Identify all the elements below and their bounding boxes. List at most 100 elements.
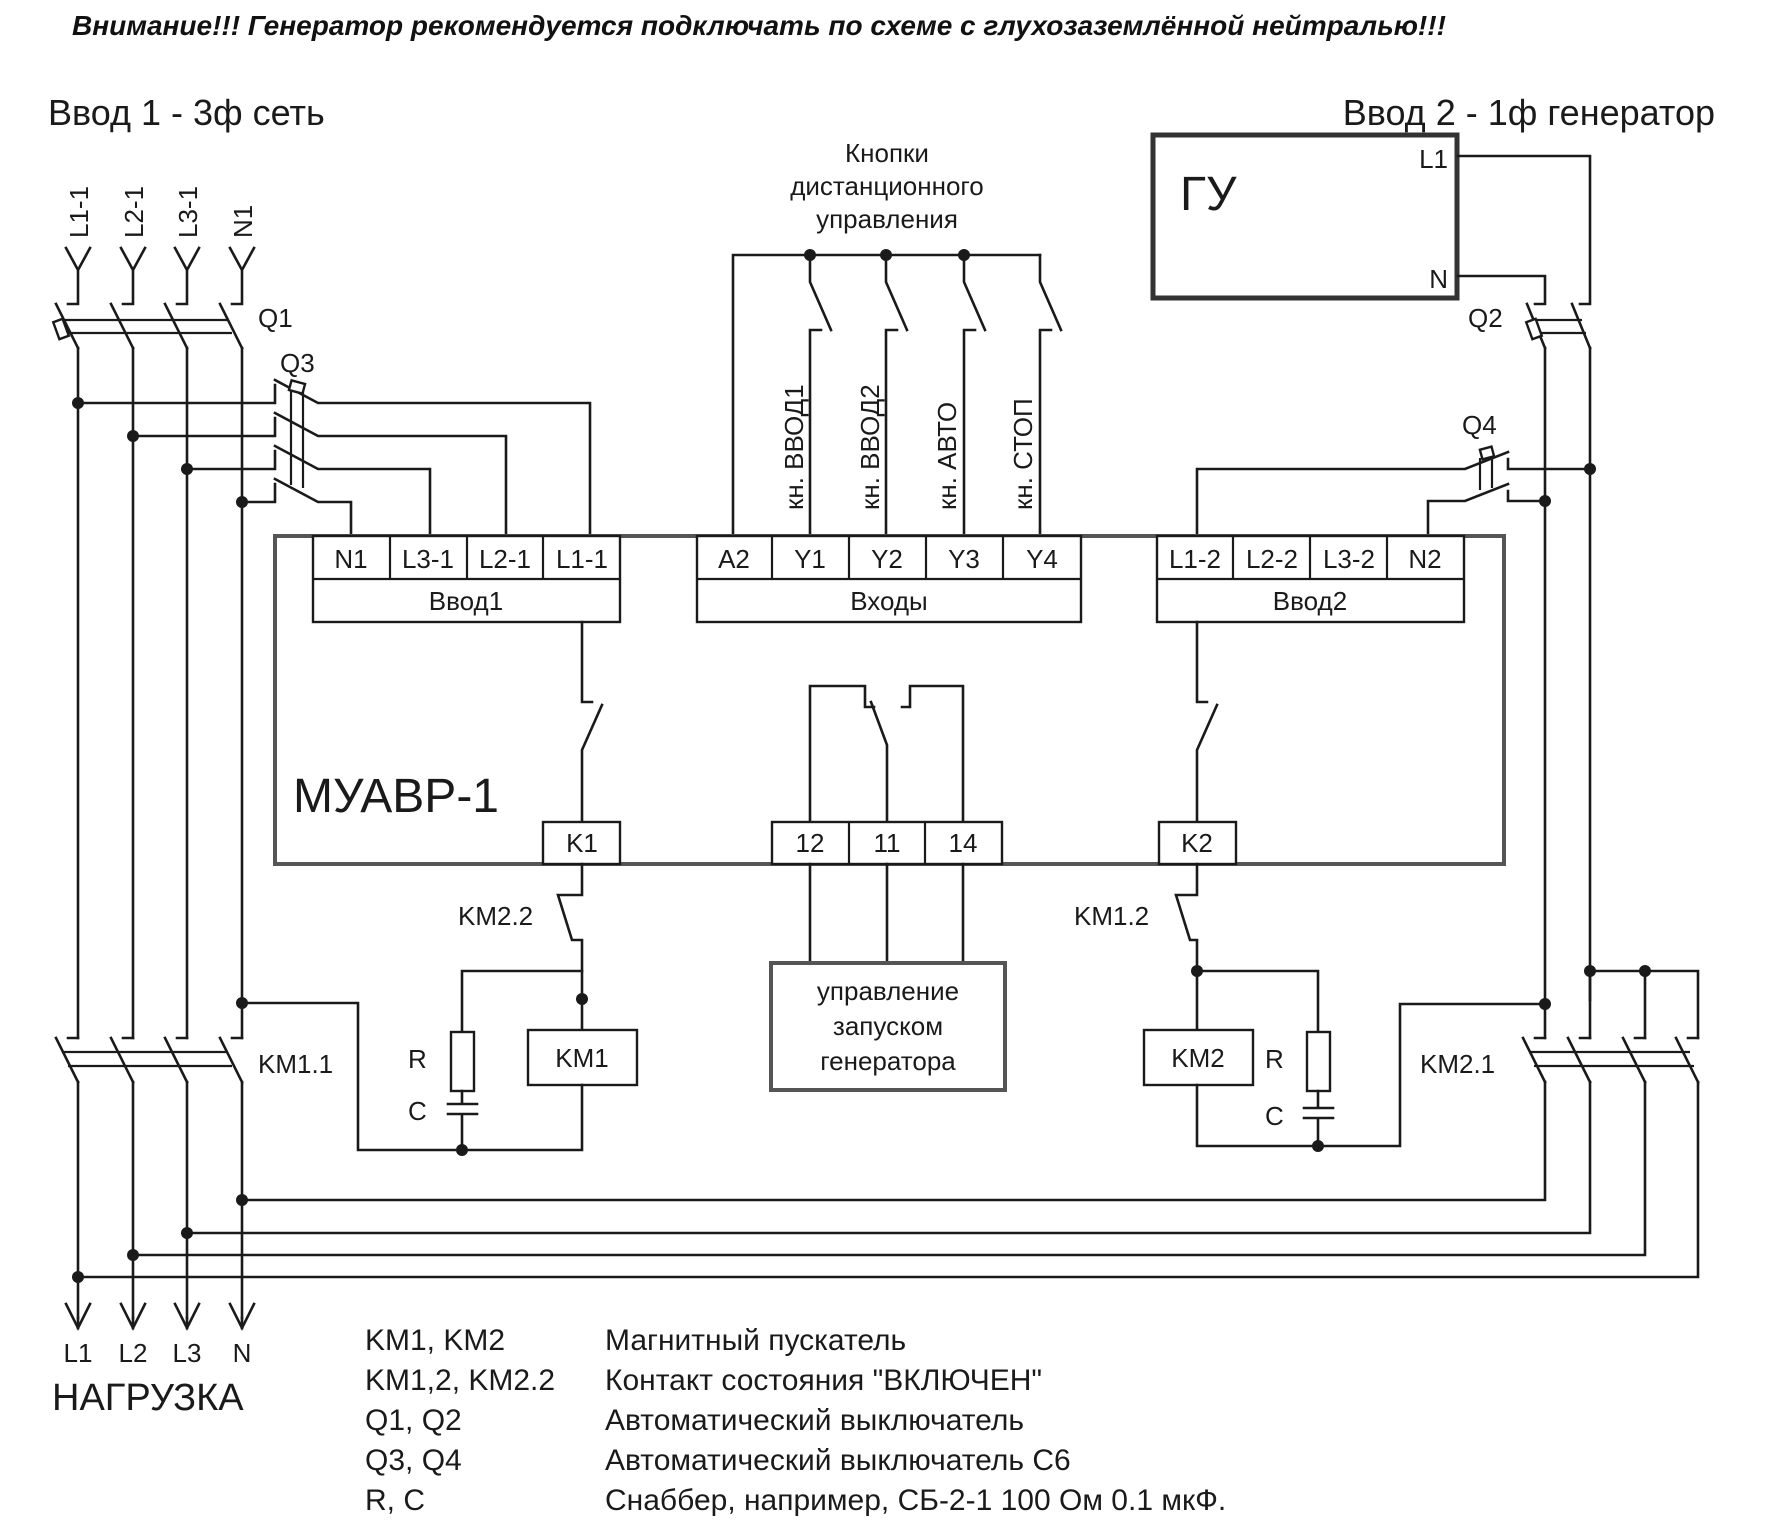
generator-terminal-l1: L1 — [1419, 144, 1448, 174]
terminal-a2: A2 — [718, 544, 750, 574]
button-label-vvod1: кн. ВВОД1 — [779, 384, 809, 510]
line-label-l3-1: L3-1 — [173, 186, 203, 238]
line-label-l2-1: L2-1 — [119, 186, 149, 238]
terminal-n2: N2 — [1408, 544, 1441, 574]
junctions-km2 — [1191, 965, 1551, 1152]
km1-1-label: KM1.1 — [258, 1049, 333, 1079]
c2-label: C — [1265, 1101, 1284, 1131]
legend-key: KM1, KM2 — [365, 1324, 505, 1357]
button-stop[interactable]: кн. СТОП — [1008, 253, 1063, 542]
button-label-stop: кн. СТОП — [1008, 398, 1038, 510]
terminal-y1: Y1 — [794, 544, 826, 574]
input1-title: Ввод 1 - 3ф сеть — [48, 92, 325, 133]
km1-1-contacts[interactable]: KM1.1 — [54, 1036, 333, 1084]
load-label-l2: L2 — [119, 1338, 148, 1368]
button-avto[interactable]: кн. АВТО — [932, 253, 987, 542]
r1-label: R — [408, 1044, 427, 1074]
snubber1: R C — [408, 1030, 479, 1152]
block-inputs-label: Входы — [850, 586, 928, 616]
km2-return-wire — [1195, 1002, 1547, 1148]
gen-control-line-1: управление — [817, 976, 959, 1006]
button-vvod2[interactable]: кн. ВВОД2 — [855, 253, 909, 542]
legend-value: Контакт состояния "ВКЛЮЧЕН" — [605, 1364, 1042, 1397]
button-vvod1[interactable]: кн. ВВОД1 — [779, 253, 833, 542]
legend-value: Магнитный пускатель — [605, 1324, 906, 1357]
generator-label: ГУ — [1180, 168, 1237, 221]
km1-return-wire — [240, 1001, 584, 1152]
km1-2-contact — [1174, 862, 1199, 1032]
terminal-l1-2: L1-2 — [1169, 544, 1221, 574]
legend-value: Автоматический выключатель С6 — [605, 1444, 1071, 1477]
input1-line-labels: L1-1 L2-1 L3-1 N1 — [64, 186, 258, 238]
load-label-l1: L1 — [64, 1338, 93, 1368]
module-name: МУАВР-1 — [293, 770, 499, 823]
km2-1-input-bridge — [1588, 969, 1700, 1040]
junctions-km1 — [236, 993, 588, 1156]
terminal-y3: Y3 — [948, 544, 980, 574]
junctions-q3 — [72, 397, 248, 508]
block-input1-label: Ввод1 — [429, 586, 503, 616]
line-label-l1-1: L1-1 — [64, 186, 94, 238]
load-label-n: N — [233, 1338, 252, 1368]
terminal-n1: N1 — [334, 544, 367, 574]
terminal-l3-1: L3-1 — [402, 544, 454, 574]
load-title: НАГРУЗКА — [52, 1377, 244, 1419]
k2-terminal: K2 — [1157, 820, 1238, 866]
km2-2-contact — [556, 862, 584, 1040]
junctions-buttons — [804, 249, 970, 261]
km2-coil: KM2 — [1142, 1028, 1255, 1087]
load-arrows — [64, 1302, 256, 1331]
q2-breaker[interactable]: Q2 — [1468, 302, 1592, 350]
r2-label: R — [1265, 1044, 1284, 1074]
line-label-n1: N1 — [228, 205, 258, 238]
terminal-block-input1: N1 L3-1 L2-1 L1-1 Ввод1 — [311, 534, 622, 624]
k1-terminal: K1 — [541, 820, 622, 866]
k1-label: K1 — [566, 828, 598, 858]
km2-1-label: KM2.1 — [1420, 1049, 1495, 1079]
km2-coil-label: KM2 — [1171, 1043, 1224, 1073]
relay-terminal-12: 12 — [796, 828, 825, 858]
input1-bus — [76, 346, 244, 1040]
generator-control-box: управление запуском генератора — [769, 961, 1007, 1092]
snubber1-wire — [460, 969, 584, 1040]
input2-bus — [1543, 346, 1592, 1040]
junctions-load — [72, 1194, 248, 1283]
button-label-avto: кн. АВТО — [932, 402, 962, 510]
legend-key: KM1,2, KM2.2 — [365, 1364, 555, 1397]
km1-coil-label: KM1 — [555, 1043, 608, 1073]
legend: KM1, KM2 Магнитный пускатель KM1,2, KM2.… — [365, 1324, 1226, 1517]
km1-2-label: KM1.2 — [1074, 901, 1149, 931]
q3-breaker[interactable]: Q3 — [76, 348, 592, 542]
buttons-title-3: управления — [816, 204, 958, 234]
q1-label: Q1 — [258, 303, 293, 333]
input2-title: Ввод 2 - 1ф генератор — [1343, 92, 1715, 133]
buttons-title-2: дистанционного — [790, 171, 984, 201]
relay-terminals: 12 11 14 — [770, 820, 1004, 866]
terminal-l2-1: L2-1 — [479, 544, 531, 574]
q3-label: Q3 — [280, 348, 315, 378]
buttons-title-1: Кнопки — [845, 138, 929, 168]
terminal-y4: Y4 — [1026, 544, 1058, 574]
input1-terminals — [64, 246, 256, 306]
generator-unit: ГУ L1 N — [1150, 132, 1460, 301]
terminal-l1-1: L1-1 — [556, 544, 608, 574]
q4-breaker[interactable]: Q4 — [1195, 410, 1592, 542]
legend-value: Снаббер, например, СБ-2-1 100 Ом 0.1 мкФ… — [605, 1484, 1226, 1517]
load-label-l3: L3 — [173, 1338, 202, 1368]
load-tie-wires — [76, 1080, 1700, 1279]
k2-label: K2 — [1181, 828, 1213, 858]
load-bus — [76, 1080, 244, 1320]
gen-control-wires — [808, 862, 965, 964]
km2-2-label: KM2.2 — [458, 901, 533, 931]
snubber2: R C — [1265, 1030, 1335, 1148]
q1-breaker[interactable]: Q1 — [51, 302, 293, 350]
km1-coil: KM1 — [526, 1028, 639, 1087]
warning-text: Внимание!!! Генератор рекомендуется подк… — [72, 10, 1446, 41]
block-input2-label: Ввод2 — [1273, 586, 1347, 616]
legend-key: R, C — [365, 1484, 425, 1517]
q2-label: Q2 — [1468, 303, 1503, 333]
km2-1-contacts[interactable]: KM2.1 — [1420, 1036, 1700, 1084]
legend-value: Автоматический выключатель — [605, 1404, 1024, 1437]
junctions-q4 — [1539, 463, 1596, 507]
